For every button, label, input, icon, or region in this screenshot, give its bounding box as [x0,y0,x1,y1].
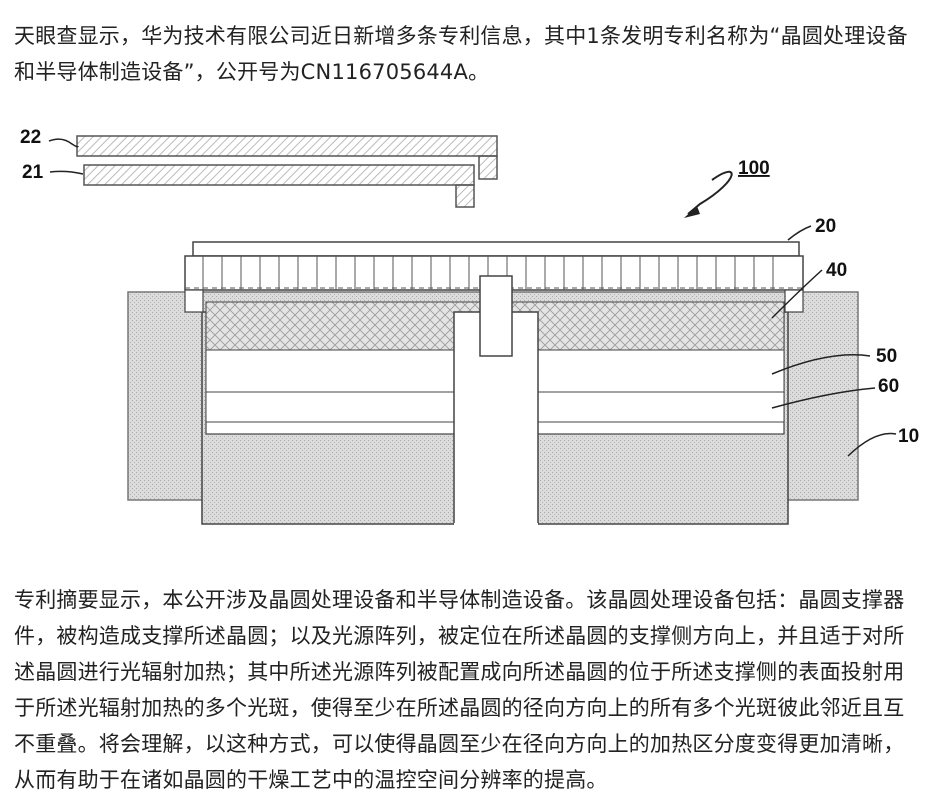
label-60: 60 [878,376,899,397]
label-10: 10 [898,426,919,447]
label-20: 20 [815,216,836,237]
label-40: 40 [826,260,847,281]
part-22 [76,135,498,180]
abstract-paragraph: 专利摘要显示，本公开涉及晶圆处理设备和半导体制造设备。该晶圆处理设备包括：晶圆支… [14,588,905,792]
intro-paragraph: 天眼查显示，华为技术有限公司近日新增多条专利信息，其中1条发明专利名称为“晶圆处… [14,24,908,84]
label-21: 21 [22,162,44,183]
label-100: 100 [738,158,770,179]
patent-figure: 22 21 100 20 40 50 60 10 [20,127,919,525]
part-21 [83,164,475,208]
label-22: 22 [20,127,41,148]
label-50: 50 [876,346,897,367]
central-shaft [453,275,539,525]
